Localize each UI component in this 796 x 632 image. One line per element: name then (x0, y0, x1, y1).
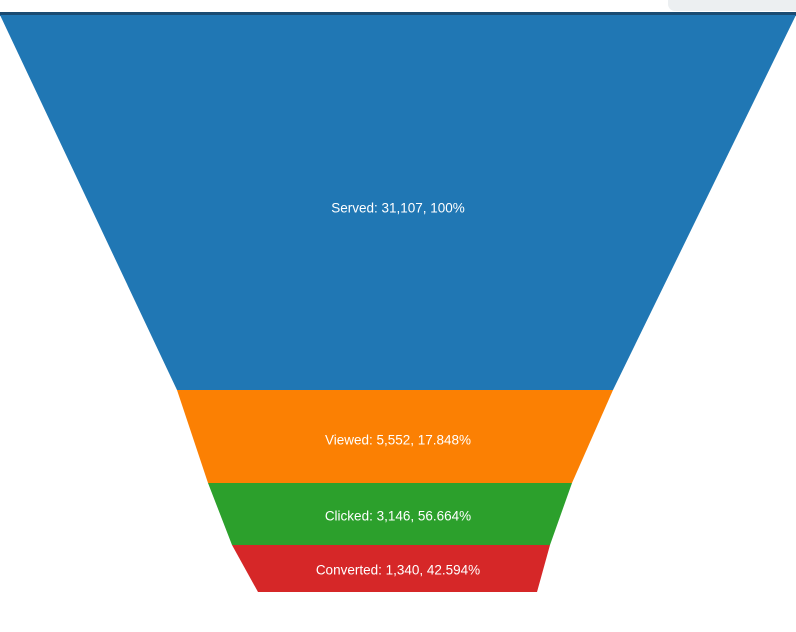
funnel-segment-converted[interactable] (232, 545, 550, 592)
top-right-panel (668, 0, 796, 11)
funnel-label-served: Served: 31,107, 100% (331, 201, 465, 216)
funnel-segment-viewed[interactable] (177, 390, 613, 483)
funnel-segment-clicked[interactable] (208, 483, 572, 545)
funnel-label-viewed: Viewed: 5,552, 17.848% (325, 433, 471, 448)
funnel-label-clicked: Clicked: 3,146, 56.664% (325, 509, 471, 524)
funnel-label-converted: Converted: 1,340, 42.594% (316, 563, 480, 578)
funnel-segment-served[interactable] (0, 15, 796, 390)
